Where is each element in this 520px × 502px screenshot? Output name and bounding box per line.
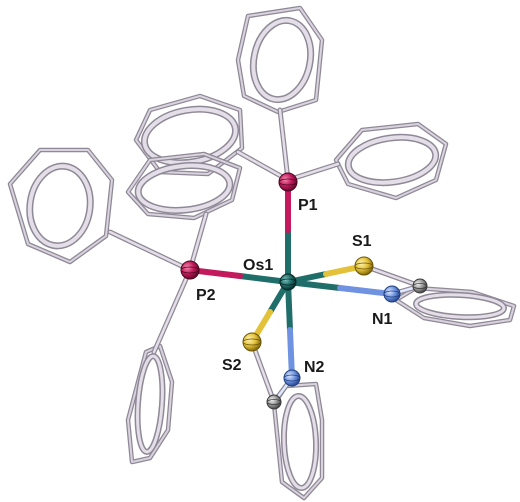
label-n2: N2 — [304, 359, 325, 376]
atom-p1 — [278, 172, 298, 192]
label-n1: N1 — [372, 311, 393, 328]
atom-s2 — [242, 332, 262, 352]
atoms — [180, 172, 428, 410]
ligand-bonds — [107, 107, 423, 405]
label-p1: P1 — [298, 197, 318, 214]
atom-p2 — [180, 260, 200, 280]
phenyl-ring-p1-left — [133, 93, 245, 177]
atom-c-pyridine-n2 — [266, 394, 282, 410]
label-os1: Os1 — [243, 257, 273, 274]
label-s1: S1 — [352, 233, 372, 250]
phenyl-ring-p2-left — [7, 147, 115, 265]
atom-labels: P1 P2 Os1 S1 S2 N1 N2 — [196, 197, 393, 376]
phenyl-rings — [7, 5, 517, 501]
atom-os1 — [279, 273, 297, 291]
phenyl-ring-p2-upper — [125, 151, 243, 221]
atom-n2 — [283, 369, 301, 387]
atom-n1 — [383, 285, 401, 303]
pyridine-ring-n1 — [393, 285, 517, 329]
phenyl-ring-p2-bottom — [125, 343, 175, 465]
phenyl-ring-p1-right — [333, 121, 449, 201]
phenyl-ring-p1-top — [235, 5, 325, 115]
atom-s1 — [354, 256, 374, 276]
label-p2: P2 — [196, 287, 216, 304]
label-s2: S2 — [222, 357, 242, 374]
atom-c-pyridine-n1 — [412, 278, 428, 294]
